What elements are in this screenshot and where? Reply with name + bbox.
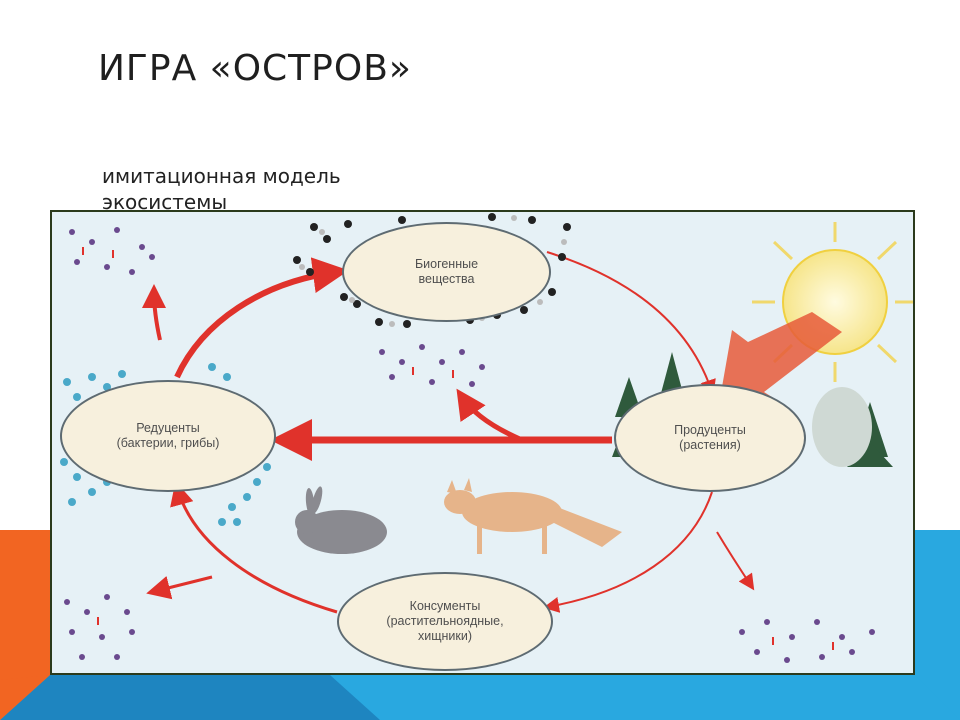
node-consumers-line3: хищники) [417, 629, 473, 643]
molecules-icon [293, 213, 571, 328]
slide-subtitle: имитационная модель экосистемы [102, 164, 341, 210]
sunlight-arrow-icon [722, 312, 842, 402]
node-reducers-line2: (бактерии, грибы) [116, 436, 220, 450]
orange-corner-shape [0, 530, 50, 720]
ecosystem-diagram: Биогенные вещества Редуценты (бактерии, … [50, 210, 915, 675]
node-reducers: Редуценты (бактерии, грибы) [60, 380, 276, 492]
producers-to-consumers-arrow [543, 491, 713, 613]
reducers-upward-arrow [142, 284, 167, 341]
blue-corner-shape [915, 530, 960, 720]
rabbit-icon [295, 486, 387, 554]
fox-icon [444, 478, 622, 554]
node-producers: Продуценты (растения) [614, 384, 806, 492]
node-consumers: Консументы (растительноядные, хищники) [337, 572, 553, 671]
node-producers-line2: (растения) [679, 438, 741, 452]
slide-title: ИГРА «ОСТРОВ» [98, 48, 412, 89]
node-biogenic-line2: вещества [418, 272, 475, 286]
producers-to-air-arrow [456, 388, 523, 443]
node-consumers-line2: (растительноядные, [386, 614, 504, 628]
node-biogenic-substances: Биогенные вещества [342, 222, 551, 322]
dark-blue-bottom-band [0, 675, 380, 720]
producers-down-arrow [716, 531, 755, 591]
snowy-tree-icon [812, 387, 872, 467]
consumers-to-reducers-arrow [170, 481, 338, 614]
node-consumers-line1: Консументы [409, 599, 481, 613]
orange-bottom-corner [0, 675, 50, 720]
consumers-left-arrow [146, 575, 213, 600]
reducers-to-biogenic-arrow [174, 257, 349, 379]
node-reducers-line1: Редуценты [136, 421, 200, 435]
node-producers-line1: Продуценты [674, 423, 746, 437]
biogenic-to-producers-arrow [546, 251, 716, 396]
particles-icon [64, 227, 875, 663]
node-biogenic-line1: Биогенные [414, 257, 479, 271]
